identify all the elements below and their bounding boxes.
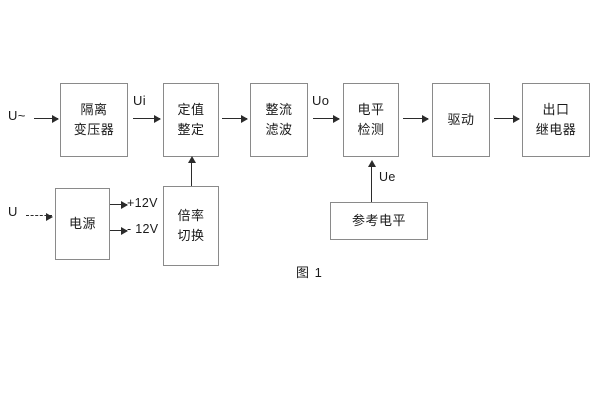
block-output-relay-line2: 继电器 (535, 122, 577, 137)
block-output-relay-line1: 出口 (542, 101, 570, 117)
block-drive-line1: 驱动 (447, 111, 475, 127)
block-multiplier-switch-line2: 切换 (177, 228, 205, 243)
arrow-dc-input-to-power-supply (26, 212, 53, 221)
block-rectify-filter-line1: 整流 (265, 101, 293, 117)
arrow-reference-level-to-level-detection (367, 160, 376, 202)
arrow-power-supply-positive-rail (110, 200, 128, 209)
block-reference-level-line1: 参考电平 (351, 212, 406, 228)
arrow-level-detection-to-drive (403, 114, 429, 123)
block-setting-value-line2: 整定 (177, 122, 205, 137)
arrow-isolation-transformer-to-setting-value (133, 114, 161, 123)
power-rail-negative-label: - 12V (127, 222, 159, 236)
signal-label-ue: Ue (379, 170, 396, 184)
arrow-power-supply-negative-rail (110, 226, 128, 235)
block-reference-level: 参考电平 (330, 202, 428, 240)
block-setting-value: 定值 整定 (163, 83, 219, 157)
arrow-multiplier-switch-to-setting-value (187, 156, 196, 186)
block-rectify-filter-line2: 滤波 (265, 122, 293, 137)
block-output-relay: 出口 继电器 (522, 83, 590, 157)
arrow-ac-input-to-isolation-transformer (34, 114, 59, 123)
power-rail-positive-label: +12V (127, 196, 158, 210)
block-isolation-transformer-line2: 变压器 (73, 122, 115, 137)
block-power-supply-line1: 电源 (68, 215, 96, 231)
block-power-supply: 电源 (55, 188, 110, 260)
block-isolation-transformer: 隔离 变压器 (60, 83, 128, 157)
signal-label-ui: Ui (133, 93, 146, 108)
ac-input-label: U~ (8, 108, 26, 123)
block-multiplier-switch: 倍率 切换 (163, 186, 219, 266)
block-multiplier-switch-line1: 倍率 (177, 207, 205, 223)
block-level-detection-line2: 检测 (357, 122, 385, 137)
block-drive: 驱动 (432, 83, 490, 157)
dc-input-label: U (8, 204, 18, 219)
signal-label-uo: Uo (312, 93, 330, 108)
block-isolation-transformer-line1: 隔离 (80, 101, 108, 117)
figure-caption: 图 1 (296, 265, 323, 280)
block-setting-value-line1: 定值 (177, 101, 205, 117)
arrow-rectify-filter-to-level-detection (313, 114, 340, 123)
block-level-detection-line1: 电平 (357, 101, 385, 117)
block-rectify-filter: 整流 滤波 (250, 83, 308, 157)
block-level-detection: 电平 检测 (343, 83, 399, 157)
arrow-setting-value-to-rectify-filter (222, 114, 248, 123)
arrow-drive-to-output-relay (494, 114, 520, 123)
